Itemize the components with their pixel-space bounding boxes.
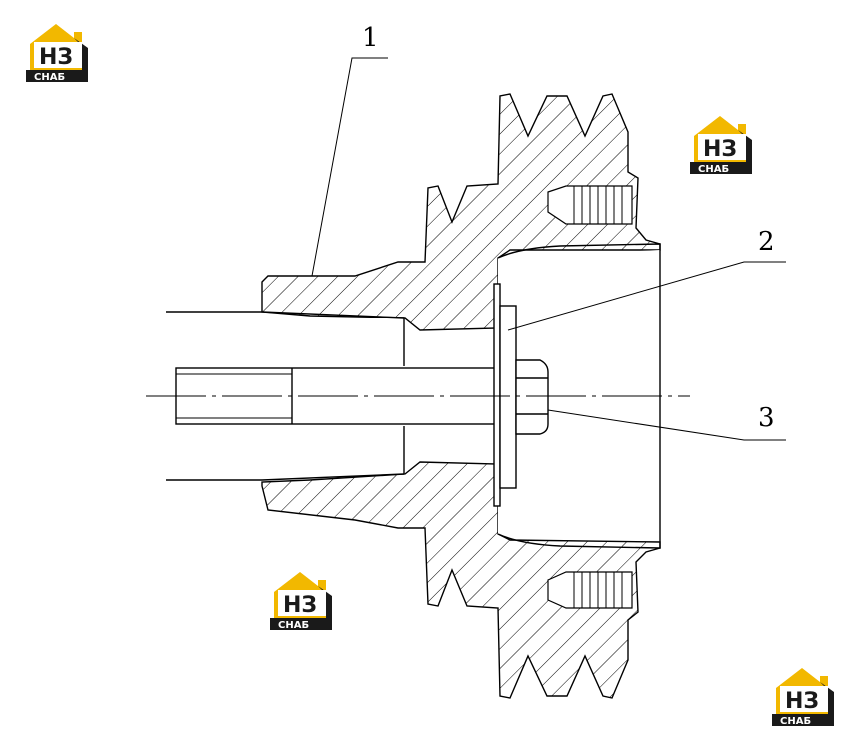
- watermark-logo: НЗ СНАБ: [26, 24, 88, 83]
- bolt-head: [515, 359, 549, 435]
- svg-text:СНАБ: СНАБ: [698, 164, 729, 175]
- svg-text:НЗ: НЗ: [39, 45, 73, 70]
- watermark-logo: НЗ СНАБ: [270, 572, 332, 631]
- callout-2: 2: [758, 227, 775, 257]
- svg-text:НЗ: НЗ: [785, 689, 819, 714]
- svg-text:СНАБ: СНАБ: [780, 716, 811, 727]
- leader-lines: [311, 57, 786, 441]
- callout-1: 1: [362, 23, 379, 53]
- watermark-logo: НЗ СНАБ: [772, 668, 834, 727]
- svg-text:НЗ: НЗ: [283, 593, 317, 618]
- washer: [493, 283, 517, 507]
- svg-text:СНАБ: СНАБ: [278, 620, 309, 631]
- svg-text:НЗ: НЗ: [703, 137, 737, 162]
- set-screw-bottom: [547, 571, 633, 609]
- callout-3: 3: [758, 403, 775, 433]
- svg-text:СНАБ: СНАБ: [34, 72, 65, 83]
- set-screw-top: [547, 185, 633, 225]
- watermark-logo: НЗ СНАБ: [690, 116, 752, 175]
